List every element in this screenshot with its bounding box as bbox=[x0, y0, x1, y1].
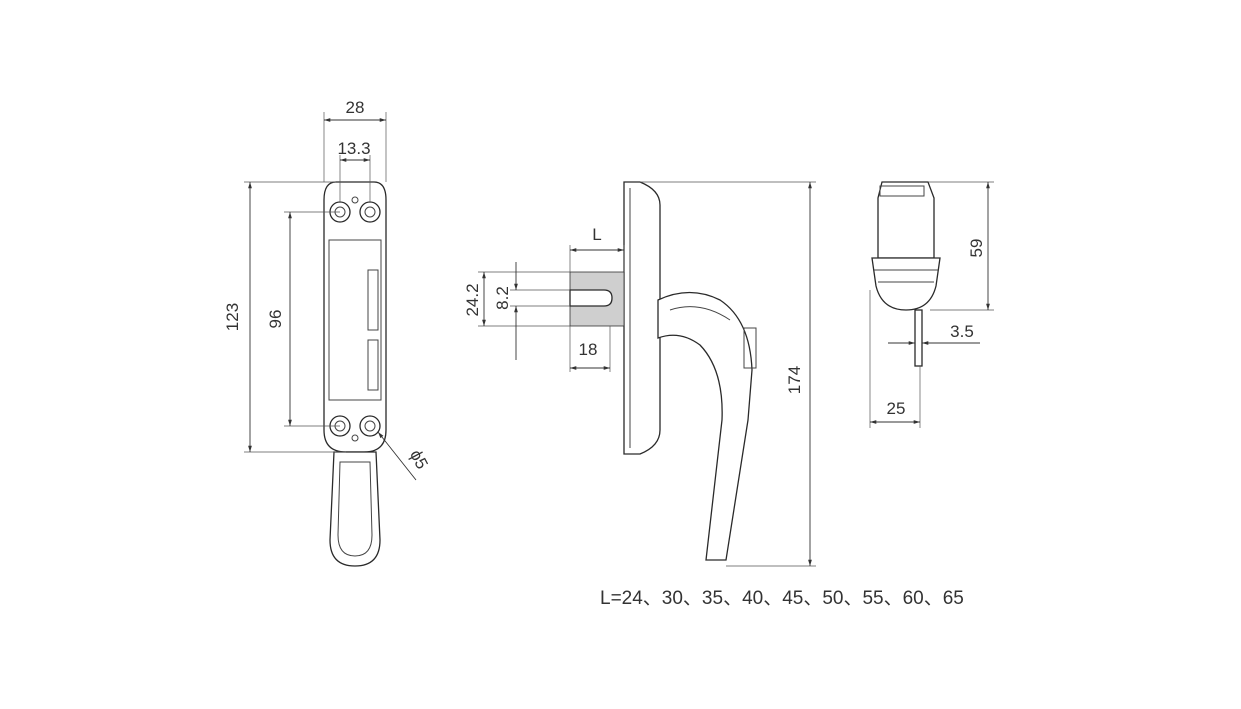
side-spindle-slot bbox=[569, 289, 613, 307]
side-view: L 24.2 8.2 18 174 bbox=[463, 181, 816, 567]
dim-overall-height: 123 bbox=[223, 303, 242, 331]
dim-spindle-depth: 18 bbox=[579, 340, 598, 359]
dim-spindle-size: 3.5 bbox=[950, 322, 974, 341]
dim-spindle-length: L bbox=[592, 225, 601, 244]
top-head bbox=[877, 181, 935, 259]
side-lever bbox=[657, 291, 753, 561]
front-base-plate bbox=[323, 181, 387, 453]
dim-hole-diameter: ϕ5 bbox=[406, 447, 432, 473]
front-slot-lower bbox=[367, 339, 379, 391]
length-options-note: L=24、30、35、40、45、50、55、60、65 bbox=[600, 588, 964, 609]
dim-handle-height: 174 bbox=[785, 366, 804, 394]
front-view: 28 13.3 123 96 ϕ5 bbox=[223, 98, 432, 567]
top-collar bbox=[871, 257, 941, 311]
dim-slot-width: 8.2 bbox=[493, 286, 512, 310]
dim-spindle-offset: 25 bbox=[887, 399, 906, 418]
front-lever bbox=[329, 451, 381, 567]
front-slot bbox=[367, 269, 379, 331]
top-spindle bbox=[914, 309, 923, 367]
dim-front-width: 28 bbox=[346, 98, 365, 117]
dim-top-height: 59 bbox=[967, 239, 986, 258]
front-inner-panel bbox=[328, 239, 382, 401]
dim-hole-spacing: 13.3 bbox=[337, 139, 370, 158]
top-view: 59 3.5 25 bbox=[869, 181, 994, 428]
dim-hole-pitch: 96 bbox=[266, 310, 285, 329]
side-base bbox=[623, 181, 661, 455]
dim-base-width: 24.2 bbox=[463, 283, 482, 316]
